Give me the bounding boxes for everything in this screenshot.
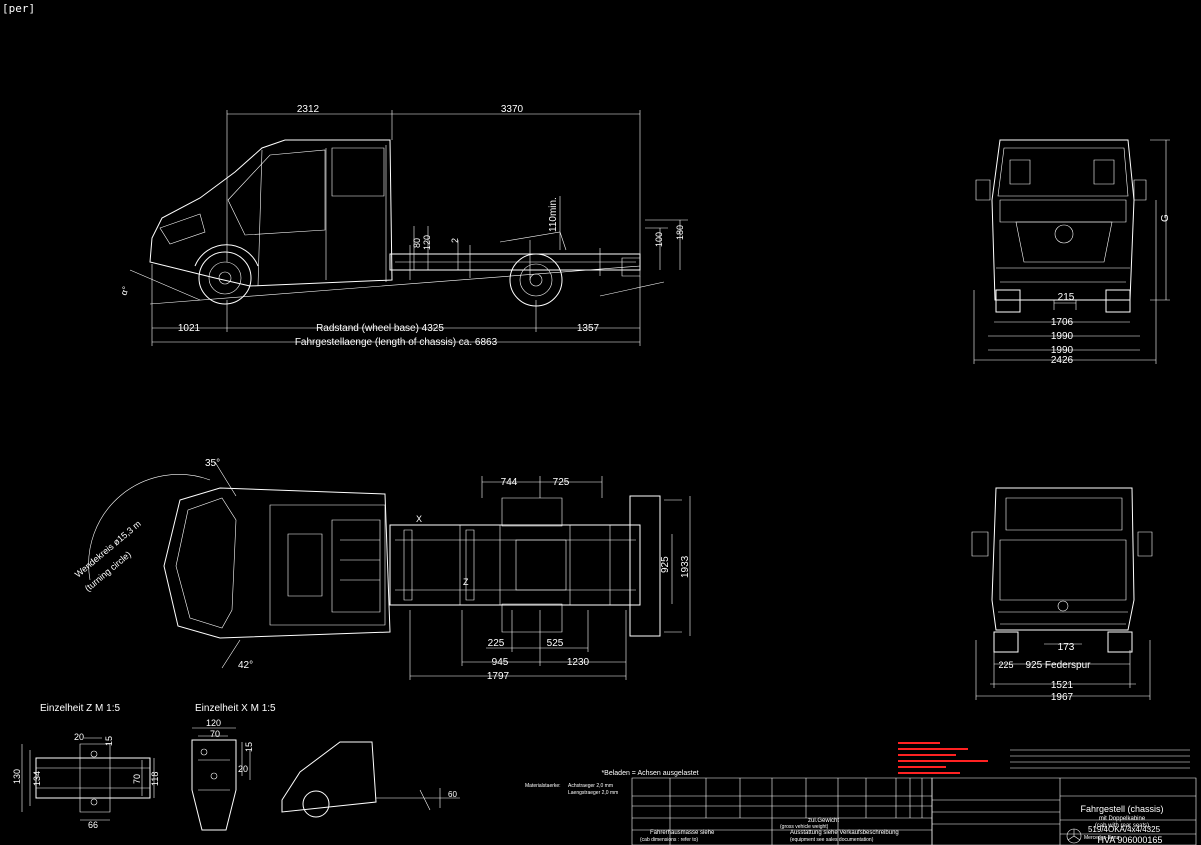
product-line3: (cab with rear seats) [1095,823,1149,829]
rear-federspur: 925 Federspur [1025,660,1091,671]
x-70: 70 [210,729,220,739]
cab-sketch [281,741,460,818]
model-code: 519/4OKA/4x4/4325 [1088,825,1161,834]
product-line1: Fahrgestell (chassis) [1080,804,1163,814]
dim-180: 180 [675,225,685,240]
dim-front-to-axle: 2312 [297,104,320,115]
z-66: 66 [88,820,98,830]
top-dim-1230: 1230 [567,657,590,668]
side-view: 2312 3370 1021 Radstand (wheel base) 432… [118,104,688,348]
zul-gewicht: zul.Gewicht [808,818,839,824]
top-dim-725: 725 [553,477,570,488]
x-15: 15 [244,742,254,752]
cab-dimensions: Fahrerhausmasse siehe [650,830,715,836]
z-15: 15 [104,736,114,746]
dim-wheelbase: Radstand (wheel base) 4325 [316,323,444,334]
material-label: Materialstaerke: [525,783,561,789]
long-carrier: Laengstraeger 2,0 mm [568,790,618,796]
mark-z: Z [463,577,469,587]
top-dim-525: 525 [547,638,564,649]
z-118: 118 [150,772,160,786]
cab-dimensions-en: (cab dimensions : refer to) [640,837,698,843]
rear-dim-1967: 1967 [1051,692,1074,703]
product-line2: mit Doppelkabine [1099,816,1146,822]
front-dim-1990a: 1990 [1051,331,1074,342]
detail-z-title: Einzelheit Z M 1:5 [40,703,120,714]
dim-80: 80 [412,238,422,248]
dim-chassis-length: Fahrgestellaenge (length of chassis) ca.… [295,337,498,348]
detail-x: Einzelheit X M 1:5 120 70 15 20 60 [191,703,457,831]
top-dim-744: 744 [501,477,518,488]
front-dim-1990b: 1990 [1051,345,1074,356]
dim-clearance: 110min. [548,197,559,232]
red-note-1 [898,742,940,744]
z-70: 70 [132,774,142,784]
title-block: *Beladen = Achsen ausgelastet Materialst… [525,742,1197,845]
rear-view: 173 225 925 Federspur 1521 1967 [971,487,1153,703]
dim-2: 2 [450,238,460,243]
front-dim-g: G [1160,214,1171,222]
red-note-4 [898,760,988,762]
top-dim-945: 945 [492,657,509,668]
top-dim-1933: 1933 [680,555,691,578]
turning-circle-label-en: (turning circle) [83,549,133,593]
red-note-5 [898,766,946,768]
mark-x: X [416,514,422,524]
front-view: 215 1706 1990 1990 2426 G [973,139,1171,366]
top-angle-42: 42° [238,660,253,671]
front-dim-2426: 2426 [1051,355,1074,366]
viewport-label: [per] [2,2,36,15]
achsen-note: *Beladen = Achsen ausgelastet [601,770,698,777]
axle-carrier: Achstraeger 2,0 mm [568,783,613,789]
dim-120: 120 [422,235,432,250]
dim-100: 100 [654,232,664,247]
top-view: 744 725 925 1933 225 525 945 1230 1797 3… [73,458,691,682]
rear-dim-225: 225 [998,660,1013,670]
dim-axle-to-rear: 3370 [501,104,524,115]
ausstattung: Ausstattung siehe Verkaufsbeschreibung [790,830,899,836]
rear-dim-1521: 1521 [1051,680,1074,691]
detail-x-title: Einzelheit X M 1:5 [195,703,276,714]
equipment: (equipment see sales documentation) [790,837,874,843]
top-angle-35: 35° [205,458,220,469]
x-120: 120 [206,718,221,728]
drawing-number: HVA 906000165 [1098,835,1163,845]
red-note-6 [898,772,960,774]
z-20: 20 [74,732,84,742]
brand: Mercedes-Benz [1084,835,1120,841]
red-note-2 [898,748,968,750]
dim-front-overhang: 1021 [178,323,201,334]
rear-dim-173: 173 [1058,642,1075,653]
z-130: 130 [12,769,22,784]
x-60: 60 [448,790,457,799]
x-20: 20 [238,764,248,774]
top-dim-225: 225 [488,638,505,649]
front-dim-215: 215 [1058,292,1075,303]
top-dim-925: 925 [660,556,671,573]
gross-weight: (gross vehicle weight) [780,824,829,830]
z-134: 134 [32,771,42,786]
red-note-3 [898,754,956,756]
dim-rear-overhang: 1357 [577,323,600,334]
approach-angle: α° [118,285,131,297]
detail-z: Einzelheit Z M 1:5 20 15 130 134 70 118 … [12,703,160,830]
top-dim-1797: 1797 [487,671,510,682]
front-dim-1706: 1706 [1051,317,1074,328]
